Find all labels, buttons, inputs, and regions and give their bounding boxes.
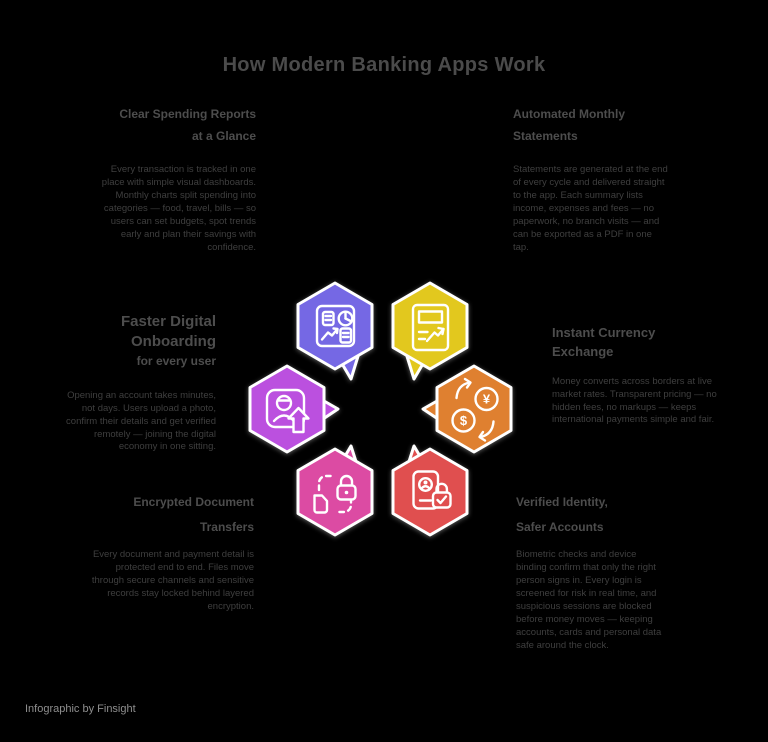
section-heading-line1: Instant Currency xyxy=(552,325,656,340)
section-body: Every document and payment detail is pro… xyxy=(91,549,254,612)
section-heading-line1: Clear Spending Reports xyxy=(119,107,256,121)
page-title: How Modern Banking Apps Work xyxy=(222,54,546,76)
section-spending-reports: Clear Spending Reports at a Glance Every… xyxy=(96,104,256,255)
section-body: Money converts across borders at live ma… xyxy=(552,375,717,426)
hexagon-identity-verification xyxy=(380,442,480,548)
section-heading-line1: Verified Identity, xyxy=(516,495,608,509)
id-lock-icon xyxy=(412,470,452,510)
section-heading-line2: for every user xyxy=(136,354,216,368)
section-body: Biometric checks and device binding conf… xyxy=(516,549,662,651)
hexagon-spending-reports xyxy=(285,276,385,382)
section-identity-verification: Verified Identity, Safer Accounts Biomet… xyxy=(516,490,668,652)
hexagon-currency-exchange: ¥ $ xyxy=(421,359,524,465)
dollar-glyph: $ xyxy=(460,413,468,428)
section-heading-line1: Encrypted Document xyxy=(133,495,254,509)
hexagon-onboarding xyxy=(237,359,340,465)
section-heading-line2: Statements xyxy=(513,128,578,143)
hexagon-shape xyxy=(248,364,340,454)
section-heading-line2: Safer Accounts xyxy=(516,519,604,534)
hexagon-secure-documents xyxy=(285,442,385,548)
section-heading-line2: Transfers xyxy=(199,519,254,534)
section-heading-line2: Exchange xyxy=(552,343,614,359)
statement-chart-icon xyxy=(411,303,450,352)
hexagon-statements xyxy=(380,276,480,382)
document-lock-icon xyxy=(313,474,357,514)
hexagon-shape: ¥ $ xyxy=(421,364,513,454)
hexagon-shape xyxy=(391,444,469,537)
yen-glyph: ¥ xyxy=(483,392,491,407)
dashboard-report-icon xyxy=(315,304,356,348)
currency-exchange-icon: ¥ $ xyxy=(451,377,499,442)
section-body: Statements are generated at the end of e… xyxy=(513,164,668,253)
profile-upload-icon xyxy=(265,388,310,434)
hexagon-shape xyxy=(391,281,469,381)
section-body: Every transaction is tracked in one plac… xyxy=(101,164,256,253)
section-secure-documents: Encrypted Document Transfers Every docum… xyxy=(88,490,254,614)
section-onboarding: Faster Digital Onboarding for every user… xyxy=(40,312,216,454)
section-heading-line1: Automated Monthly xyxy=(513,107,625,121)
section-currency-exchange: Instant Currency Exchange Money converts… xyxy=(552,324,718,427)
attribution-text: Infographic by Finsight xyxy=(25,703,136,715)
section-heading-line1: Faster Digital Onboarding xyxy=(120,313,216,350)
hexagon-shape xyxy=(296,444,374,537)
section-heading-line2: at a Glance xyxy=(191,128,256,143)
section-body: Opening an account takes minutes, not da… xyxy=(66,389,216,453)
section-statements: Automated Monthly Statements Statements … xyxy=(513,104,669,255)
hexagon-shape xyxy=(296,281,374,381)
